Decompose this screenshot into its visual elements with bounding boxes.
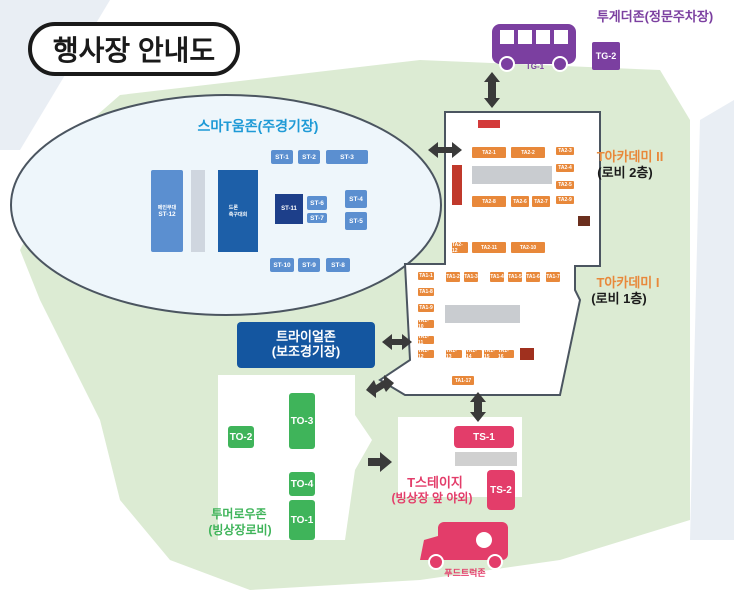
smart-zone-label: 스마T움존(주경기장): [197, 118, 319, 134]
booth-ta1-4[interactable]: TA1-4: [490, 272, 504, 282]
academy1-marker: [520, 348, 534, 360]
stage-sub: (빙상장 앞 야외): [391, 491, 473, 505]
booth-to-3[interactable]: TO-3: [289, 393, 315, 449]
booth-to-1[interactable]: TO-1: [289, 500, 315, 540]
booth-ta2-12[interactable]: TA2-12: [452, 242, 468, 254]
booth-ta1-5[interactable]: TA1-5: [508, 272, 522, 282]
booth-ta1-14[interactable]: TA1-14: [466, 348, 482, 360]
booth-st-9[interactable]: ST-9: [298, 258, 320, 272]
drone-area[interactable]: 드론 축구대회: [218, 170, 258, 252]
booth-st-5[interactable]: ST-5: [345, 212, 367, 230]
booth-st-3[interactable]: ST-3: [326, 150, 368, 164]
booth-ta1-1[interactable]: TA1-1: [418, 272, 434, 280]
academy2-desk: [452, 165, 462, 205]
booth-ta1-2[interactable]: TA1-2: [446, 272, 460, 282]
booth-to-2[interactable]: TO-2: [228, 426, 254, 448]
booth-st-4[interactable]: ST-4: [345, 190, 367, 208]
booth-st-7[interactable]: ST-7: [307, 213, 327, 223]
booth-st-12[interactable]: 메인무대 ST-12: [151, 170, 183, 252]
booth-st-8[interactable]: ST-8: [326, 258, 350, 272]
booth-st-2[interactable]: ST-2: [298, 150, 320, 164]
booth-ta1-15[interactable]: TA1-15: [484, 348, 500, 360]
booth-to-4[interactable]: TO-4: [289, 472, 315, 496]
academy2-marker: [578, 216, 590, 226]
booth-ta2-6[interactable]: TA2-6: [511, 196, 529, 207]
booth-ta1-16[interactable]: TA1-16: [498, 348, 514, 360]
tomorrow-zone-label: 투머로우존: [211, 507, 267, 521]
booth-ts-1[interactable]: TS-1: [454, 426, 514, 448]
st12-label: ST-12: [158, 211, 176, 218]
academy2-label: T아카데미 II: [596, 149, 664, 164]
academy1-floor: (로비 1층): [591, 291, 647, 306]
food-truck-label: 푸드트럭존: [444, 568, 486, 578]
booth-st-6[interactable]: ST-6: [307, 196, 327, 210]
booth-ta1-3[interactable]: TA1-3: [464, 272, 478, 282]
booth-ta2-4[interactable]: TA2-4: [556, 164, 574, 172]
booth-ta2-1[interactable]: TA2-1: [472, 147, 506, 158]
booth-st-1[interactable]: ST-1: [271, 150, 293, 164]
booth-ta2-2[interactable]: TA2-2: [511, 147, 545, 158]
tomorrow-zone-sub: (빙상장로비): [208, 523, 272, 537]
booth-ta1-10[interactable]: TA1-10: [418, 318, 434, 330]
tg-zone-label: 투게더존(정문주차장): [596, 9, 714, 24]
booth-ta2-10[interactable]: TA2-10: [511, 242, 545, 253]
st12-sub: 메인무대: [157, 205, 177, 211]
booth-ta1-12[interactable]: TA1-12: [418, 348, 434, 360]
booth-st-11[interactable]: ST-11: [275, 194, 303, 224]
trial-zone-sub: (보조경기장): [271, 344, 341, 359]
booth-ta1-13[interactable]: TA1-13: [446, 348, 462, 360]
booth-ta2-9[interactable]: TA2-9: [556, 196, 574, 204]
booth-ta1-11[interactable]: TA1-11: [418, 334, 434, 346]
booth-ta2-5[interactable]: TA2-5: [556, 181, 574, 189]
trial-zone[interactable]: 트라이얼존 (보조경기장): [237, 322, 375, 368]
booth-ts-2[interactable]: TS-2: [487, 470, 515, 510]
booth-ta1-6[interactable]: TA1-6: [526, 272, 540, 282]
booth-ta2-8[interactable]: TA2-8: [472, 196, 506, 207]
page-title: 행사장 안내도: [28, 22, 240, 76]
booth-st-10[interactable]: ST-10: [270, 258, 294, 272]
stage-label: T스테이지: [407, 475, 463, 490]
tg2-booth[interactable]: TG-2: [592, 42, 620, 70]
academy2-entrance: [478, 120, 500, 128]
booth-ta2-7[interactable]: TA2-7: [532, 196, 550, 207]
booth-ta2-3[interactable]: TA2-3: [556, 147, 574, 155]
academy1-label: T아카데미 I: [596, 275, 660, 290]
booth-ta1-17[interactable]: TA1-17: [452, 376, 474, 385]
booth-ta1-8[interactable]: TA1-8: [418, 288, 434, 296]
booth-ta1-9[interactable]: TA1-9: [418, 304, 434, 312]
booth-ta2-11[interactable]: TA2-11: [472, 242, 506, 253]
tg1-label: TG-1: [525, 62, 545, 71]
trial-zone-label: 트라이얼존: [276, 329, 336, 345]
academy2-floor: (로비 2층): [597, 165, 653, 180]
booth-ta1-7[interactable]: TA1-7: [546, 272, 560, 282]
